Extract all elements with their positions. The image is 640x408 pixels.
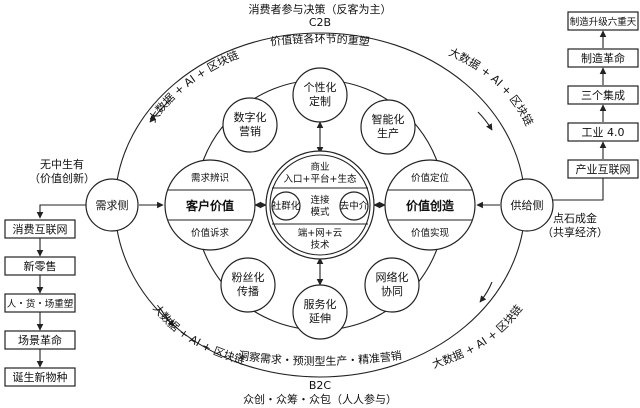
value-creation-title: 价值创造 (406, 198, 455, 213)
svg-text:生产: 生产 (377, 126, 399, 140)
center-top-line2: 入口+平台+生态 (284, 173, 357, 185)
customer-value-title: 客户价值 (185, 198, 234, 213)
supply-side-node: 供给侧 (500, 178, 554, 232)
demand-note-line2: （价值创新） (29, 171, 95, 185)
cycle-arrow-top-left (149, 99, 171, 123)
customer-value-bottom: 价值诉求 (191, 227, 230, 239)
supply-chain-label-4: 工业 4.0 (582, 126, 625, 139)
svg-text:数字化: 数字化 (234, 110, 267, 124)
demand-chain-label-2: 新零售 (24, 259, 57, 273)
svg-text:需求侧: 需求侧 (96, 199, 129, 212)
center-bottom-line2: 技术 (310, 239, 330, 251)
center-top-line1: 商业 (310, 161, 329, 173)
svg-text:个性化: 个性化 (304, 80, 337, 94)
satellite-smart-production: 智能化 生产 (360, 99, 416, 155)
supply-chain-label-3: 三个集成 (581, 88, 625, 102)
bottom-subtitle: 众创・众筹・众包（人人参与） (243, 392, 397, 406)
satellite-service-extension: 服务化 延伸 (292, 284, 348, 340)
supply-chain-box-2 (567, 48, 639, 68)
svg-text:延伸: 延伸 (309, 312, 331, 325)
demand-chain-label-1: 消费互联网 (13, 222, 68, 236)
bottom-mode-b2c: B2C (309, 379, 332, 392)
supply-chain-box-4 (567, 122, 639, 142)
supply-chain-feed-arrow (553, 171, 607, 201)
demand-chain-label-5: 诞生新物种 (13, 370, 68, 384)
svg-text:协同: 协同 (381, 284, 403, 298)
svg-text:网络化: 网络化 (376, 270, 409, 284)
supply-chain-box-3 (567, 85, 639, 105)
satellite-personalized: 个性化 定制 (292, 67, 348, 123)
demand-chain-box-5 (4, 367, 76, 387)
value-creation-top: 价值定位 (411, 172, 450, 184)
cycle-arrow-top-right (477, 111, 493, 131)
customer-value-top: 需求辨识 (191, 172, 229, 184)
demand-chain-label-4: 场景革命 (18, 333, 62, 347)
supply-note-line2: （共享经济） (542, 225, 608, 239)
customer-value-circle: 需求辨识 客户价值 价值诉求 (164, 159, 256, 251)
svg-text:营销: 营销 (239, 124, 261, 138)
supply-chain-label-2: 制造革命 (581, 51, 625, 65)
svg-text:服务化: 服务化 (304, 297, 337, 311)
demand-note-line1: 无中生有 (40, 157, 84, 171)
arc-label-top-center: 价值链各环节的重塑 (269, 32, 370, 49)
supply-note-line1: 点石成金 (553, 211, 597, 225)
svg-text:定制: 定制 (309, 94, 331, 108)
supply-chain-box-1 (567, 11, 639, 31)
svg-text:智能化: 智能化 (372, 112, 405, 126)
svg-text:传播: 传播 (237, 284, 259, 298)
arc-label-bottom-right: 大数据 + AI + 区块链 (430, 302, 525, 371)
svg-text:粉丝化: 粉丝化 (232, 270, 265, 284)
satellite-network-collaboration: 网络化 协同 (364, 257, 420, 313)
demand-chain-feed-arrow (36, 204, 86, 219)
value-creation-bottom: 价值实现 (411, 227, 450, 239)
center-bottom-line1: 端+网+云 (298, 227, 342, 239)
svg-text:供给侧: 供给侧 (511, 198, 544, 212)
center-middle-line2: 模式 (310, 206, 330, 218)
supply-chain-box-5 (567, 159, 639, 179)
satellite-fan-spread: 粉丝化 传播 (220, 257, 276, 313)
cycle-arrow-bottom-left (159, 307, 175, 327)
arc-label-top-right: 大数据 + AI + 区块链 (447, 45, 537, 128)
top-mode-c2b: C2B (309, 16, 331, 29)
arc-label-bottom-center: 洞察需求・预测型生产・精准营销 (237, 348, 402, 368)
center-left: 社群化 (272, 200, 301, 212)
center-right: 去中介 (340, 200, 369, 212)
demand-chain-label-3: 人・货・场重塑 (7, 298, 74, 310)
value-creation-circle: 价值定位 价值创造 价值实现 (384, 159, 476, 251)
supply-chain-label-1: 制造升级六重天 (570, 16, 637, 28)
satellite-digital-marketing: 数字化 营销 (222, 97, 278, 153)
supply-chain-label-5: 产业互联网 (576, 162, 631, 176)
cycle-arrow-bottom-right (479, 281, 493, 303)
demand-side-node: 需求侧 (85, 178, 139, 232)
center-connection-model: 商业 入口+平台+生态 社群化 去中介 连接 模式 端+网+云 技术 (265, 150, 375, 260)
arc-label-bottom-left: 大数据 + AI + 区块链 (150, 301, 247, 367)
top-title: 消费者参与决策（反客为主） (249, 2, 392, 16)
center-middle-line1: 连接 (310, 194, 330, 206)
